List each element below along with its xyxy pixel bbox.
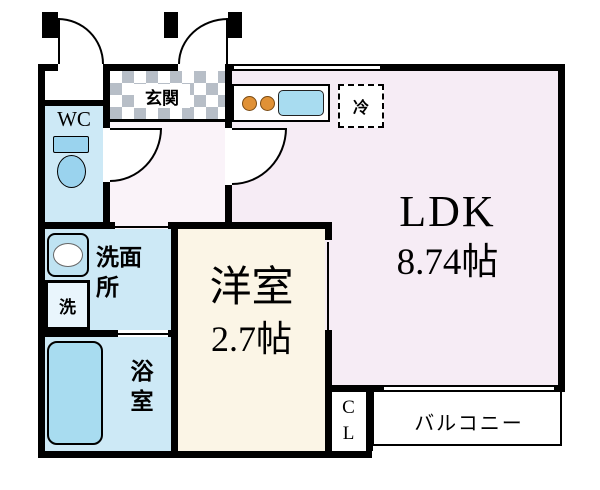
door-frame-stub [164, 12, 178, 38]
wall [38, 330, 118, 337]
closet-label-line2: L [342, 423, 355, 444]
sliding-door-line [115, 226, 168, 228]
balcony-label-text: バルコニー [414, 412, 524, 435]
washroom-label-line1: 洗面 [96, 244, 142, 270]
bathroom-label-line2: 室 [130, 388, 154, 414]
bathroom-label-line1: 浴 [130, 358, 154, 384]
entrance-label: 玄関 [134, 84, 190, 108]
balcony-window [384, 385, 554, 392]
bathtub-icon [47, 341, 103, 445]
balcony-outline [372, 392, 562, 446]
stove-burner-icon [242, 96, 257, 111]
ldk-label: LDK 8.74帖 [350, 186, 545, 288]
western-room-label: 洋室 2.7帖 [178, 262, 325, 364]
wall [225, 64, 232, 128]
wall [366, 392, 373, 451]
ldk-size: 8.74帖 [396, 242, 499, 283]
ldk-name: LDK [399, 187, 496, 236]
fridge-label: 冷 [352, 100, 369, 117]
wall [168, 222, 332, 229]
entrance-label-text: 玄関 [145, 88, 179, 108]
wall [103, 64, 110, 128]
wall [228, 64, 565, 71]
fridge-space-icon: 冷 [338, 84, 384, 128]
wall [225, 185, 232, 229]
washing-machine-box: 洗 [45, 280, 90, 330]
room-western-floor [178, 229, 325, 451]
sliding-door-line [327, 242, 329, 330]
wc-label-text: WC [57, 107, 91, 131]
wall [168, 330, 178, 337]
toilet-bowl-icon [57, 155, 86, 188]
wall [38, 100, 110, 106]
door-swing-arc [178, 18, 228, 64]
wall [38, 64, 58, 71]
washroom-label: 洗面 所 [96, 242, 166, 302]
door-swing-arc [58, 18, 104, 64]
wall [325, 222, 332, 240]
kitchen-window [234, 64, 380, 71]
wall [325, 330, 332, 458]
entrance-step-line [110, 119, 225, 122]
wall [104, 64, 178, 71]
wall [171, 222, 178, 458]
wall [103, 182, 110, 229]
toilet-tank-icon [53, 136, 89, 153]
wall [38, 451, 372, 458]
door-frame-stub [228, 12, 242, 38]
closet-label: C L [331, 395, 366, 447]
wc-label: WC [45, 107, 103, 132]
western-room-name: 洋室 [209, 265, 294, 311]
stove-burner-icon [260, 96, 275, 111]
washroom-label-line2: 所 [96, 274, 119, 300]
western-room-size: 2.7帖 [210, 319, 292, 359]
laundry-label: 洗 [59, 297, 76, 317]
wall [38, 64, 45, 458]
closet-label-line1: C [342, 397, 355, 418]
washbasin-bowl-icon [53, 243, 83, 267]
wall [38, 222, 115, 229]
balcony-label: バルコニー [384, 408, 554, 435]
wall [558, 64, 565, 392]
kitchen-sink-icon [278, 90, 324, 116]
sliding-door-line [118, 333, 168, 335]
door-frame-stub [42, 12, 58, 38]
bathroom-label: 浴 室 [127, 356, 157, 416]
